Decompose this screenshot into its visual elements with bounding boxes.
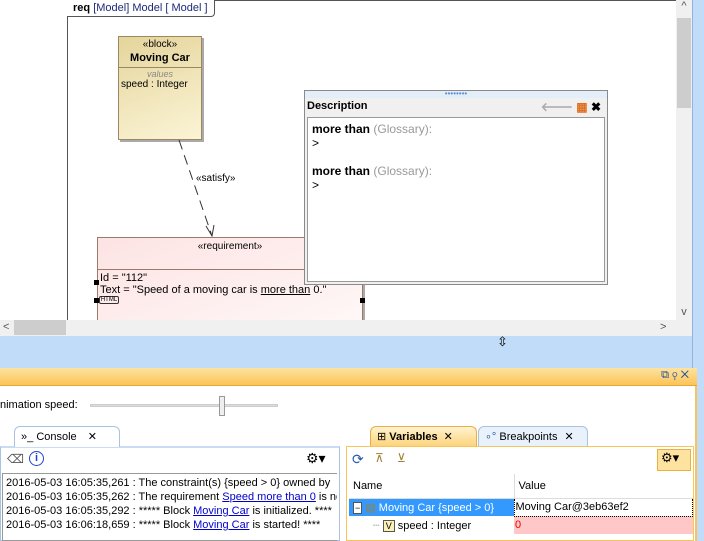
close-tab-icon[interactable]: ✕ [87, 431, 97, 443]
term-kind: (Glossary): [373, 164, 433, 178]
console-log[interactable]: 2016-05-03 16:05:35,261 : The constraint… [2, 473, 337, 541]
pin-icon[interactable]: ⚲ [672, 369, 678, 381]
frame-header: req [Model] Model [ Model ] [67, 0, 215, 17]
scroll-up-icon[interactable]: ^ [681, 0, 687, 12]
tab-breakpoints[interactable]: ∘° Breakpoints ✕ [478, 426, 588, 447]
requirement-stereotype: «requirement» [98, 238, 362, 270]
resize-handle[interactable] [360, 298, 365, 303]
frame-label: [Model] Model [ Model ] [93, 2, 208, 14]
eraser-icon[interactable]: ⌫ [7, 452, 24, 466]
back-icon[interactable]: 🡐 [540, 100, 573, 114]
log-text: is started! **** [249, 519, 321, 531]
console-icon: »_ [21, 431, 34, 443]
tab-label: Breakpoints [499, 431, 558, 443]
slider-thumb[interactable] [219, 396, 225, 416]
refresh-icon[interactable]: ⟳ [352, 451, 364, 467]
dependency-label: «satisfy» [196, 173, 236, 184]
log-line: 2016-05-03 16:06:18,659 : ***** Block Mo… [6, 518, 334, 532]
horizontal-scrollbar[interactable]: <> [0, 320, 692, 336]
html-badge: HTML [99, 296, 119, 304]
maximize-icon[interactable]: ⧉ [661, 369, 670, 381]
splitter[interactable] [0, 336, 692, 368]
term-kind: (Glossary): [373, 122, 433, 136]
collapse-all-icon[interactable]: ⊻ [397, 451, 406, 465]
grid-icon[interactable]: ▦ [576, 100, 588, 114]
log-text: 2016-05-03 16:06:18,659 : ***** Block [6, 519, 194, 531]
block-icon: ▤ [365, 501, 376, 514]
animation-speed-label: nimation speed: [0, 399, 78, 411]
animation-speed-slider[interactable] [90, 404, 278, 407]
variable-value: Moving Car@3eb63ef2 [513, 497, 693, 517]
resize-handle[interactable] [94, 298, 99, 303]
diagram-frame [67, 0, 692, 336]
block-moving-car[interactable]: «block» Moving Car values speed : Integer [118, 36, 202, 140]
log-text: 2016-05-03 16:05:35,292 : ***** Block [6, 505, 194, 517]
drag-handle[interactable]: •••••••• [305, 90, 607, 98]
table-row[interactable]: − ▤ Moving Car {speed > 0} Moving Car@3eb… [349, 497, 693, 517]
tab-label: Variables [389, 431, 438, 443]
compartment-label: values [146, 69, 173, 79]
variable-name: Moving Car {speed > 0} [378, 501, 495, 514]
tree-line: ┄ [373, 519, 380, 532]
log-line: 2016-05-03 16:05:35,292 : ***** Block Mo… [6, 504, 334, 518]
info-icon[interactable]: i [29, 451, 44, 466]
log-link[interactable]: Speed more than 0 [222, 491, 316, 503]
log-link[interactable]: Moving Car [193, 505, 250, 517]
collapse-icon[interactable]: − [353, 501, 363, 514]
satisfy-dependency[interactable] [170, 138, 230, 240]
log-text: 2016-05-03 16:05:35,262 : The requiremen… [6, 491, 223, 503]
variables-icon: ⊞ [377, 431, 387, 443]
column-header-name[interactable]: Name [349, 474, 515, 498]
term-body: > [312, 178, 320, 192]
requirement-id: Id = "112" [100, 272, 148, 284]
log-line: 2016-05-03 16:05:35,262 : The requiremen… [6, 490, 337, 504]
tab-variables[interactable]: ⊞ Variables ✕ [370, 426, 477, 447]
description-panel: •••••••• Description 🡐 ▦ ✖ more than (Gl… [304, 90, 608, 285]
breakpoints-icon: ∘° [485, 431, 497, 443]
column-header-value[interactable]: Value [518, 479, 546, 492]
horizontal-scroll-thumb[interactable] [14, 320, 66, 335]
resize-cursor-icon: ⇳ [497, 334, 508, 349]
term: more than [312, 164, 371, 178]
variable-name: speed : Integer [397, 519, 472, 532]
simulation-panel-header: ⧉ ⚲ ✕ [0, 368, 697, 386]
tab-console[interactable]: »_ Console ✕ [14, 426, 120, 447]
log-text: is no [318, 491, 337, 503]
variable-value[interactable]: 0 [514, 516, 693, 534]
vertical-scroll-thumb[interactable] [677, 18, 691, 108]
scroll-left-icon[interactable]: < [3, 321, 10, 333]
block-property: speed : Integer [121, 79, 188, 90]
block-name: Moving Car [130, 52, 190, 64]
scroll-right-icon[interactable]: > [660, 321, 667, 333]
tab-label: Console [36, 431, 77, 443]
table-row[interactable]: ┄ V speed : Integer 0 [349, 516, 693, 534]
scroll-down-icon[interactable]: v [681, 306, 687, 318]
description-content: more than (Glossary): > more than (Gloss… [307, 117, 605, 282]
settings-icon[interactable]: ⚙▾ [306, 450, 326, 466]
settings-icon[interactable]: ⚙▾ [657, 449, 691, 471]
requirement-text: Text = "Speed of a moving car is [100, 284, 261, 296]
log-text: is initialized. **** [249, 505, 332, 517]
panel-title: Description [307, 100, 368, 112]
requirement-text-end: 0." [310, 284, 327, 296]
term: more than [312, 122, 371, 136]
close-icon[interactable]: ✖ [590, 100, 601, 114]
close-icon[interactable]: ✕ [680, 369, 689, 381]
value-property-icon: V [382, 519, 395, 532]
term-body: > [312, 136, 320, 150]
close-tab-icon[interactable]: ✕ [564, 431, 574, 443]
close-tab-icon[interactable]: ✕ [443, 431, 453, 443]
resize-handle[interactable] [94, 280, 99, 285]
frame-kind: req [73, 2, 91, 14]
glossary-link[interactable]: more than [260, 284, 311, 296]
expand-all-icon[interactable]: ⊼ [375, 451, 384, 465]
log-text: 2016-05-03 16:05:35,261 : The constraint… [6, 477, 331, 489]
block-stereotype: «block» [142, 39, 178, 50]
log-link[interactable]: Moving Car [193, 519, 250, 531]
log-line: 2016-05-03 16:05:35,261 : The constraint… [6, 476, 334, 490]
